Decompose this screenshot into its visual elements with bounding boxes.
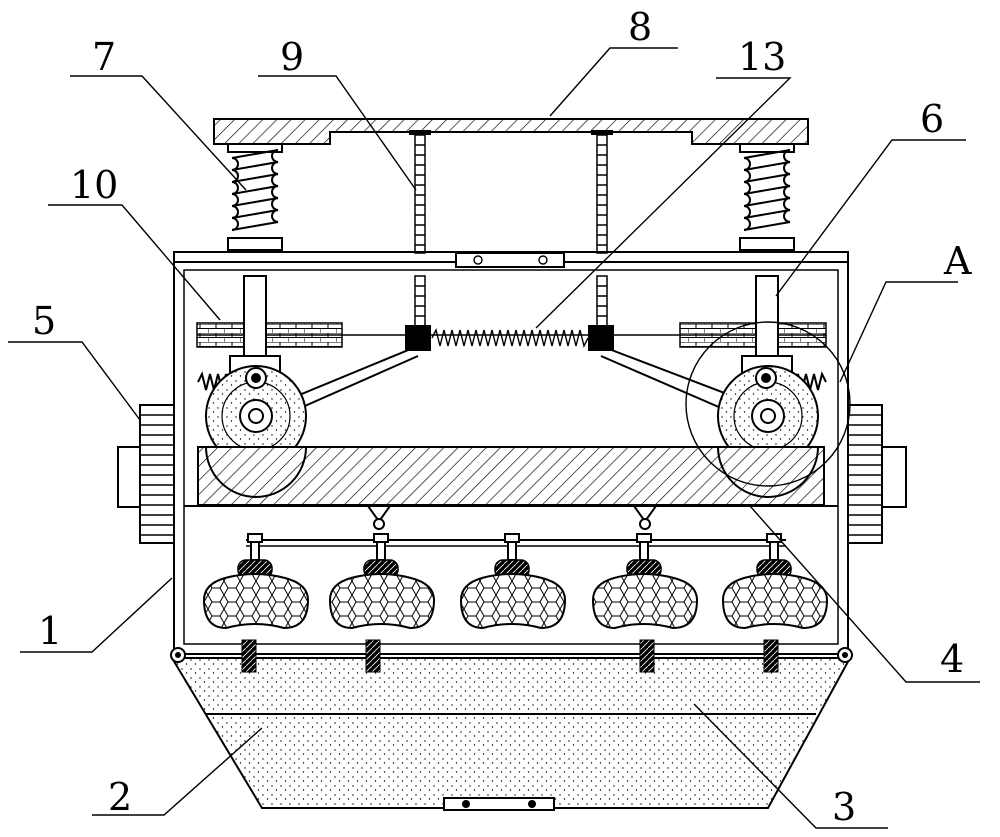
side-handle-left: [117, 404, 175, 544]
wheel-left: [197, 365, 307, 467]
rack-left: [409, 130, 431, 327]
label-3: 3: [832, 785, 856, 829]
brush-5: [721, 533, 829, 630]
spring-left: [227, 143, 283, 251]
brush-1: [202, 533, 310, 630]
label-a: A: [943, 239, 972, 283]
wheel-right: [717, 365, 827, 467]
label-4: 4: [940, 637, 964, 681]
label-9: 9: [280, 35, 304, 79]
label-1: 1: [38, 609, 62, 653]
center-spring: [405, 325, 614, 351]
bottom-tank: [170, 639, 853, 811]
label-10: 10: [70, 163, 118, 207]
side-handle-right: [847, 404, 907, 544]
rack-right: [591, 130, 613, 327]
brush-4: [591, 533, 699, 630]
spring-right: [739, 143, 795, 251]
guide-rails: [196, 322, 827, 348]
label-6: 6: [920, 97, 944, 141]
label-5: 5: [32, 299, 56, 343]
label-7: 7: [92, 35, 116, 79]
detail-circle-a: [685, 321, 851, 487]
hatched-bar: [197, 446, 825, 506]
callout-labels: 8 9 7 13 6 10 A 5 1 4 2 3: [32, 5, 972, 829]
brush-3: [459, 533, 567, 630]
top-plate: [213, 118, 809, 145]
brush-2: [328, 533, 436, 630]
label-8: 8: [628, 5, 652, 49]
leader-lines: [8, 47, 980, 829]
label-2: 2: [108, 775, 132, 819]
label-13: 13: [738, 35, 786, 79]
